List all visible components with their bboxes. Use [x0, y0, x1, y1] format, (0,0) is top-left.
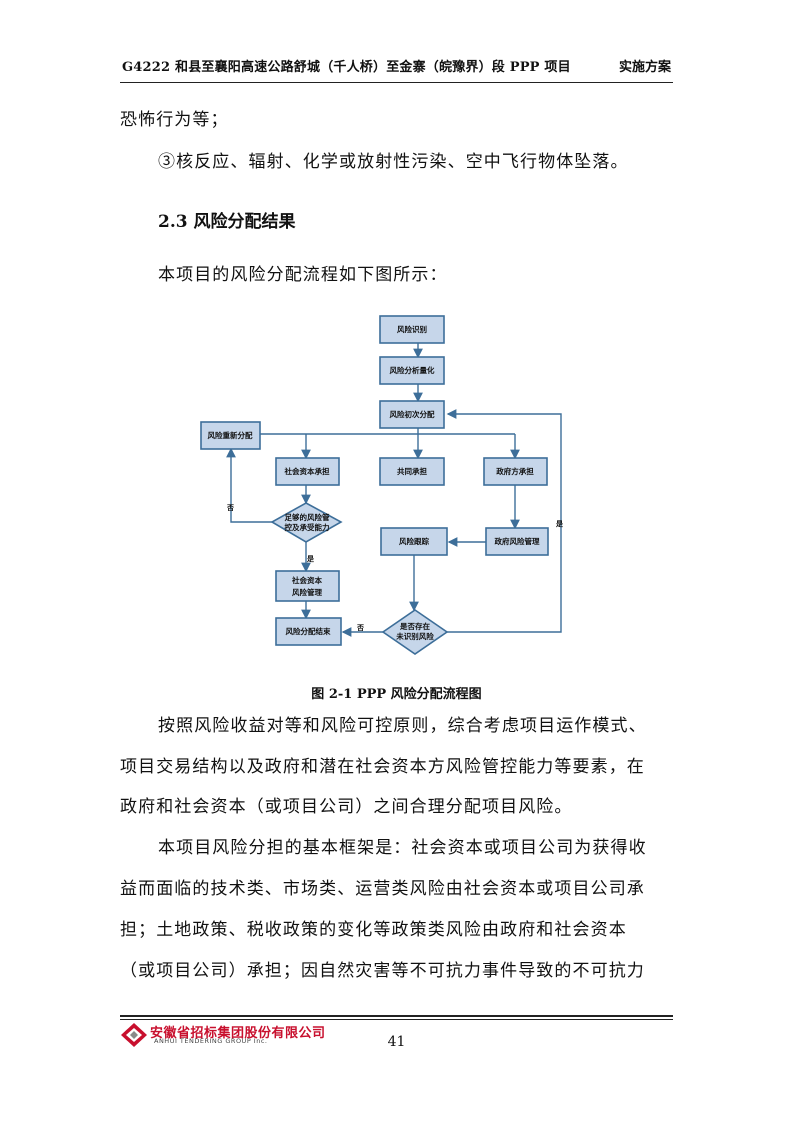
- svg-text:风险管理: 风险管理: [292, 587, 322, 597]
- svg-text:政府方承担: 政府方承担: [496, 466, 534, 476]
- yes-label: 是: [306, 554, 315, 563]
- paragraph-line: ③核反应、辐射、化学或放射性污染、空中飞行物体坠落。: [158, 152, 629, 172]
- node-social-capital-bears: 社会资本承担: [275, 457, 340, 486]
- node-risk-quantification: 风险分析量化: [379, 356, 445, 385]
- company-logo: 安徽省招标集团股份有限公司 ANHUI TENDERING GROUP Inc.: [120, 1022, 330, 1048]
- no-label: 否: [356, 624, 364, 632]
- paragraph-line: 恐怖行为等；: [120, 110, 229, 130]
- svg-text:风险跟踪: 风险跟踪: [399, 536, 429, 546]
- svg-text:风险重新分配: 风险重新分配: [208, 430, 253, 440]
- svg-text:风险识别: 风险识别: [397, 324, 427, 334]
- footer-divider-thin: [120, 1019, 673, 1020]
- connector: [226, 447, 275, 523]
- paragraph-line: 担；土地政策、税收政策的变化等政策类风险由政府和社会资本: [120, 920, 627, 940]
- svg-text:足够的风险管: 足够的风险管: [285, 512, 330, 522]
- footer-divider: [120, 1015, 673, 1017]
- decision-capacity: 足够的风险管 控及承受能力: [270, 502, 343, 543]
- node-risk-tracking: 风险跟踪: [380, 527, 448, 556]
- paragraph-line: 本项目风险分担的基本框架是：社会资本或项目公司为获得收: [158, 838, 647, 858]
- header-doc-type: 实施方案: [618, 60, 671, 75]
- no-label: 否: [226, 504, 234, 512]
- decision-unidentified-risk: 是否存在 未识别风险: [381, 609, 449, 655]
- connector: [446, 409, 562, 633]
- header-divider: [120, 82, 673, 83]
- yes-label: 是: [555, 519, 564, 528]
- node-government-bears: 政府方承担: [483, 457, 548, 486]
- page-number: 41: [387, 1034, 406, 1050]
- company-name-en: ANHUI TENDERING GROUP Inc.: [154, 1037, 268, 1045]
- svg-text:政府风险管理: 政府风险管理: [495, 536, 540, 546]
- risk-allocation-flowchart: 否 是 否 是 风险识别 风险分析量化 风险初次分配 风险重新分配 社会资本承担…: [200, 315, 564, 655]
- svg-text:是否存在: 是否存在: [399, 621, 430, 631]
- svg-text:风险初次分配: 风险初次分配: [390, 409, 435, 419]
- svg-text:未识别风险: 未识别风险: [396, 631, 434, 641]
- node-government-risk-management: 政府风险管理: [485, 527, 549, 556]
- svg-text:社会资本承担: 社会资本承担: [284, 466, 330, 476]
- company-name-cn: 安徽省招标集团股份有限公司: [150, 1026, 326, 1041]
- paragraph-line: （或项目公司）承担；因自然灾害等不可抗力事件导致的不可抗力: [120, 961, 645, 981]
- svg-text:共同承担: 共同承担: [397, 466, 427, 476]
- header-title: G4222 和县至襄阳高速公路舒城（千人桥）至金寨（皖豫界）段 PPP 项目: [122, 60, 571, 75]
- node-reallocation: 风险重新分配: [200, 421, 261, 450]
- section-heading: 2.3 风险分配结果: [158, 212, 296, 232]
- node-allocation-end: 风险分配结束: [275, 617, 342, 646]
- paragraph-line: 项目交易结构以及政府和潜在社会资本方风险管控能力等要素，在: [120, 757, 645, 777]
- node-initial-allocation: 风险初次分配: [379, 400, 445, 429]
- paragraph-line: 本项目的风险分配流程如下图所示：: [158, 265, 448, 285]
- node-shared: 共同承担: [379, 457, 445, 486]
- svg-text:风险分配结束: 风险分配结束: [286, 626, 331, 636]
- svg-text:风险分析量化: 风险分析量化: [390, 365, 435, 375]
- node-risk-identification: 风险识别: [379, 315, 445, 344]
- paragraph-line: 政府和社会资本（或项目公司）之间合理分配项目风险。: [120, 797, 573, 817]
- paragraph-line: 按照风险收益对等和风险可控原则，综合考虑项目运作模式、: [158, 716, 647, 736]
- node-social-capital-risk-management: 社会资本 风险管理: [275, 570, 340, 602]
- figure-caption: 图 2-1 PPP 风险分配流程图: [311, 687, 482, 702]
- logo-mark-icon: [121, 1023, 147, 1047]
- svg-text:控及承受能力: 控及承受能力: [285, 522, 330, 532]
- paragraph-line: 益而面临的技术类、市场类、运营类风险由社会资本或项目公司承: [120, 879, 645, 899]
- svg-text:社会资本: 社会资本: [291, 575, 322, 585]
